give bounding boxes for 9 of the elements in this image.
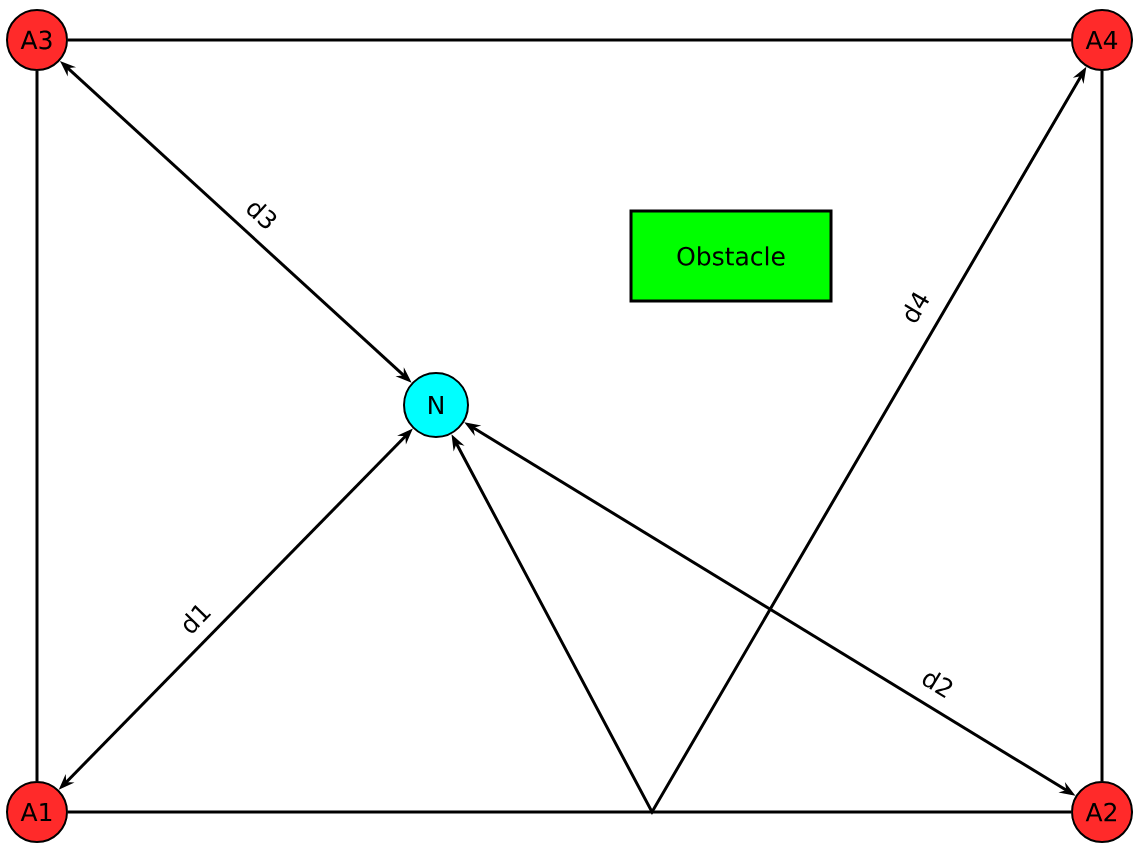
obstacle-box: Obstacle [629, 209, 833, 303]
wall-line [68, 810, 1071, 814]
wall-line [35, 71, 39, 781]
wall-line [1100, 71, 1104, 781]
edge-label: d4 [897, 287, 933, 327]
edge-label: d2 [918, 665, 958, 701]
edge-label: d3 [242, 194, 282, 234]
edge-label: d1 [175, 598, 215, 638]
wall-line [68, 38, 1071, 42]
